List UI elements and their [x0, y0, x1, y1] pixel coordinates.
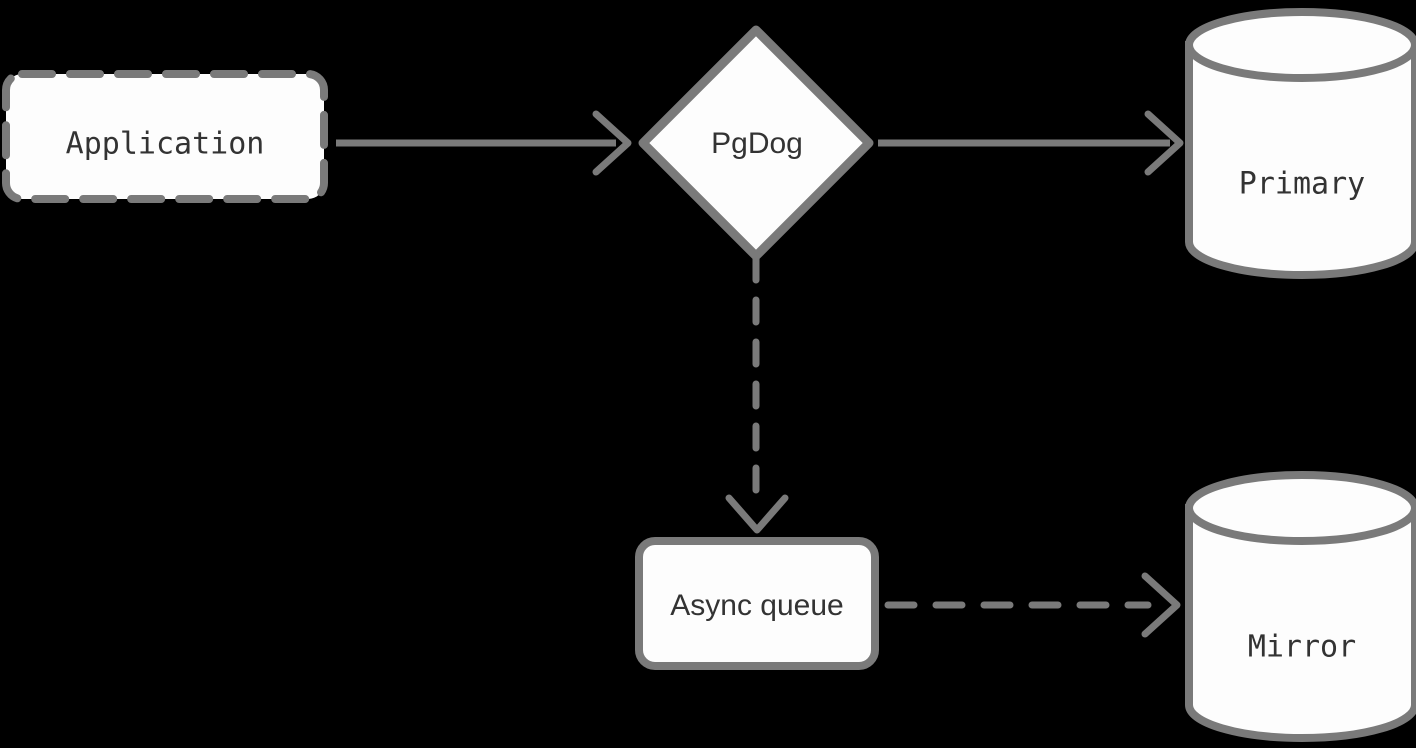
node-label: PgDog — [711, 127, 803, 160]
node-shape-rect — [635, 537, 879, 670]
node-shape-cylinder-top — [1185, 471, 1416, 545]
node-mirror[interactable]: Mirror — [1185, 471, 1416, 742]
arrowhead-icon — [725, 494, 789, 534]
node-label: Mirror — [1248, 630, 1356, 665]
node-label: Application — [66, 127, 265, 162]
edge-application-to-pgdog — [336, 110, 632, 176]
node-shape-diamond — [638, 25, 874, 261]
arrowhead-icon — [1144, 110, 1184, 176]
node-async-queue[interactable]: Async queue — [635, 537, 879, 670]
node-pgdog[interactable]: PgDog — [638, 25, 874, 261]
arrowhead-icon — [592, 110, 632, 176]
edge-pgdog-to-primary — [878, 110, 1184, 176]
node-shape-dashed-rect — [2, 70, 328, 203]
node-shape-cylinder-body — [1185, 41, 1416, 279]
node-application[interactable]: Application — [2, 70, 328, 203]
edge-pgdog-to-async-queue — [725, 254, 789, 534]
node-shape-cylinder-body — [1185, 504, 1416, 742]
edge-async-queue-to-mirror — [884, 572, 1181, 638]
node-label: Primary — [1239, 167, 1365, 202]
node-shape-cylinder-top — [1185, 8, 1416, 82]
arrowhead-icon — [1141, 572, 1181, 638]
node-label: Async queue — [670, 589, 843, 622]
node-primary[interactable]: Primary — [1185, 8, 1416, 279]
